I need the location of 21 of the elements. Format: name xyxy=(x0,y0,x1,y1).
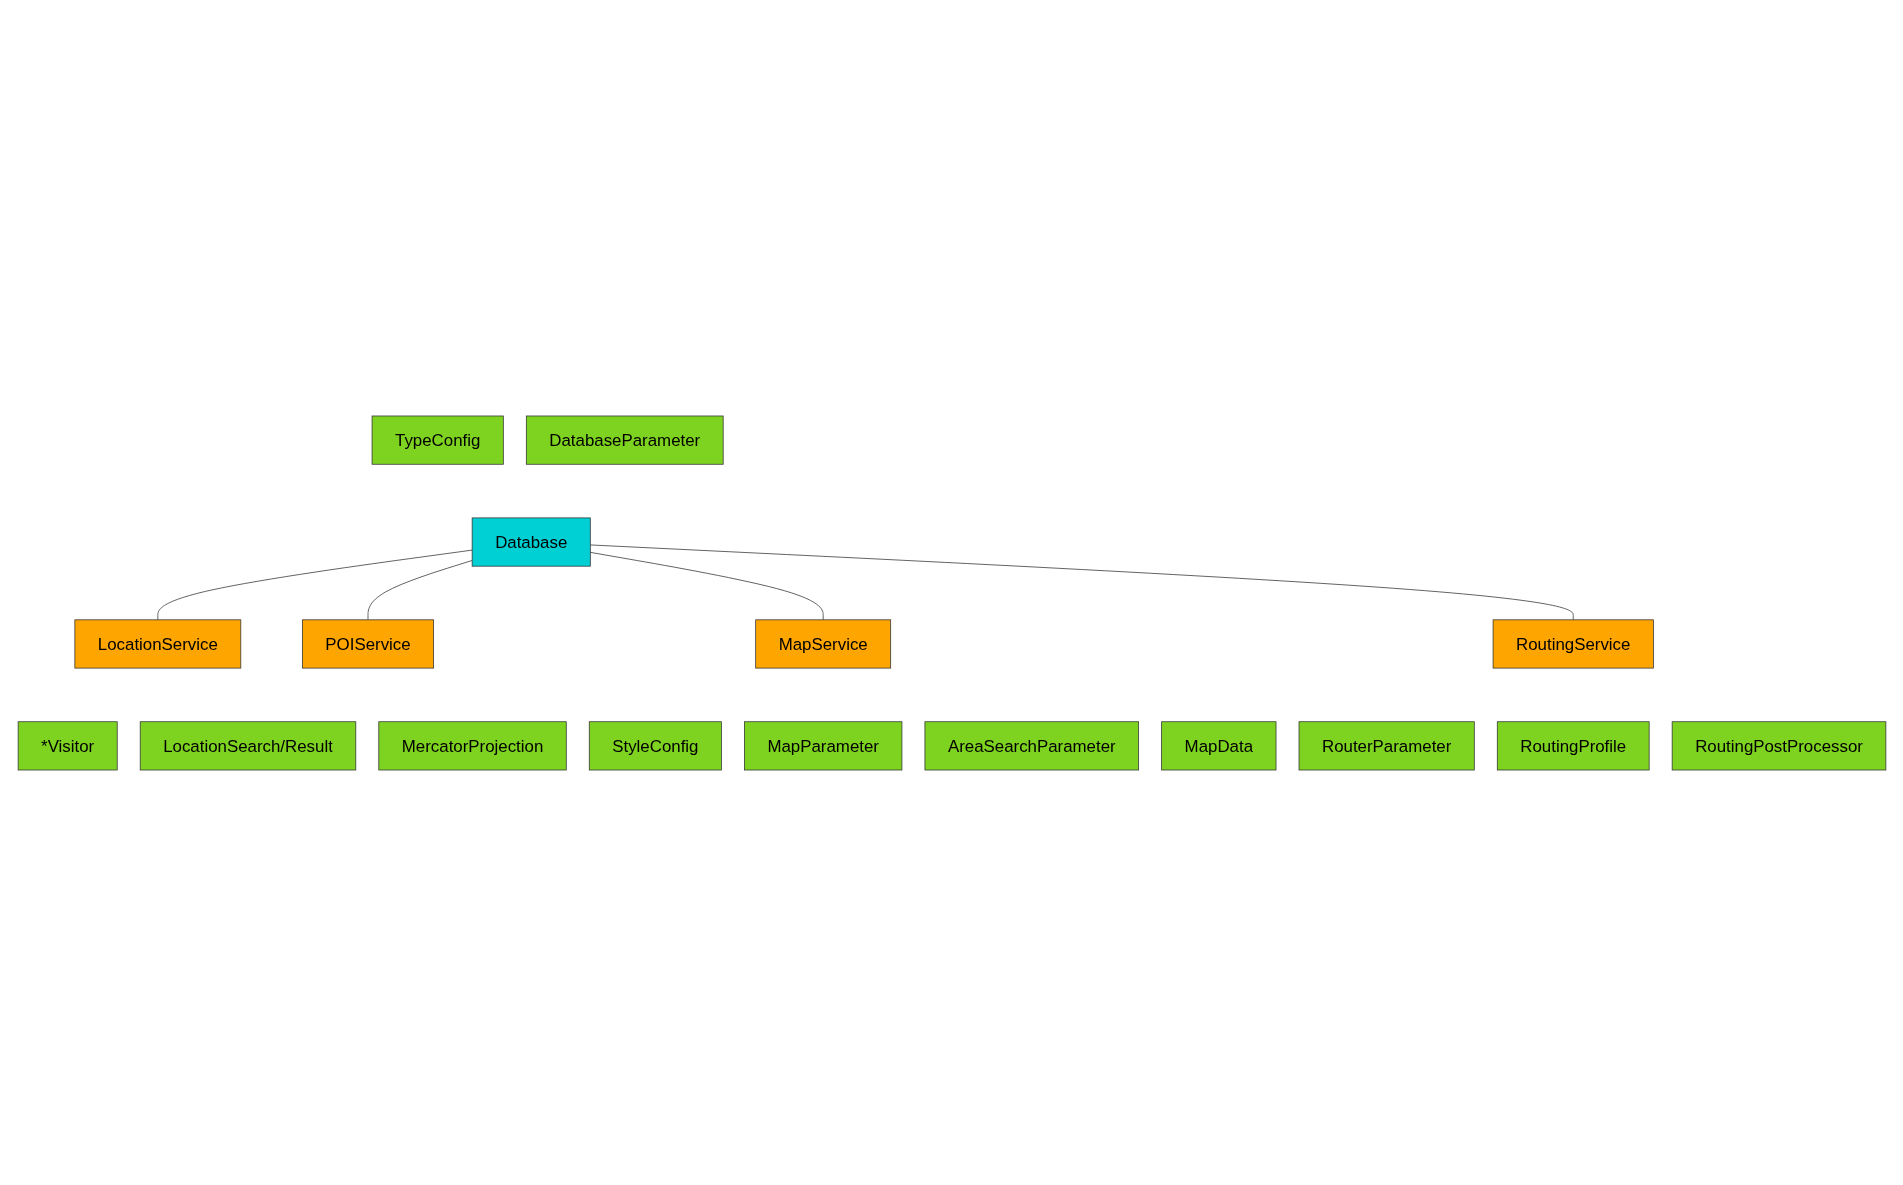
node-box: LocationSearch/Result xyxy=(139,720,356,770)
node-box: POIService xyxy=(301,618,434,668)
node-box: StyleConfig xyxy=(588,720,722,770)
node-box: RoutingService xyxy=(1492,618,1654,668)
node-box: LocationService xyxy=(74,618,241,668)
connector xyxy=(367,559,473,620)
node-box: MapParameter xyxy=(743,720,902,770)
connector xyxy=(589,551,824,620)
node-box: MercatorProjection xyxy=(377,720,567,770)
node-box: DatabaseParameter xyxy=(525,415,724,465)
node-box: AreaSearchParameter xyxy=(924,720,1139,770)
connector xyxy=(156,549,473,620)
connector xyxy=(589,544,1574,620)
node-box: Database xyxy=(471,517,591,567)
node-box: TypeConfig xyxy=(371,415,504,465)
node-box: MapService xyxy=(754,618,891,668)
node-box: *Visitor xyxy=(17,720,118,770)
node-box: RoutingPostProcessor xyxy=(1671,720,1886,770)
node-box: MapData xyxy=(1160,720,1276,770)
node-box: RouterParameter xyxy=(1298,720,1475,770)
node-box: RoutingProfile xyxy=(1496,720,1650,770)
